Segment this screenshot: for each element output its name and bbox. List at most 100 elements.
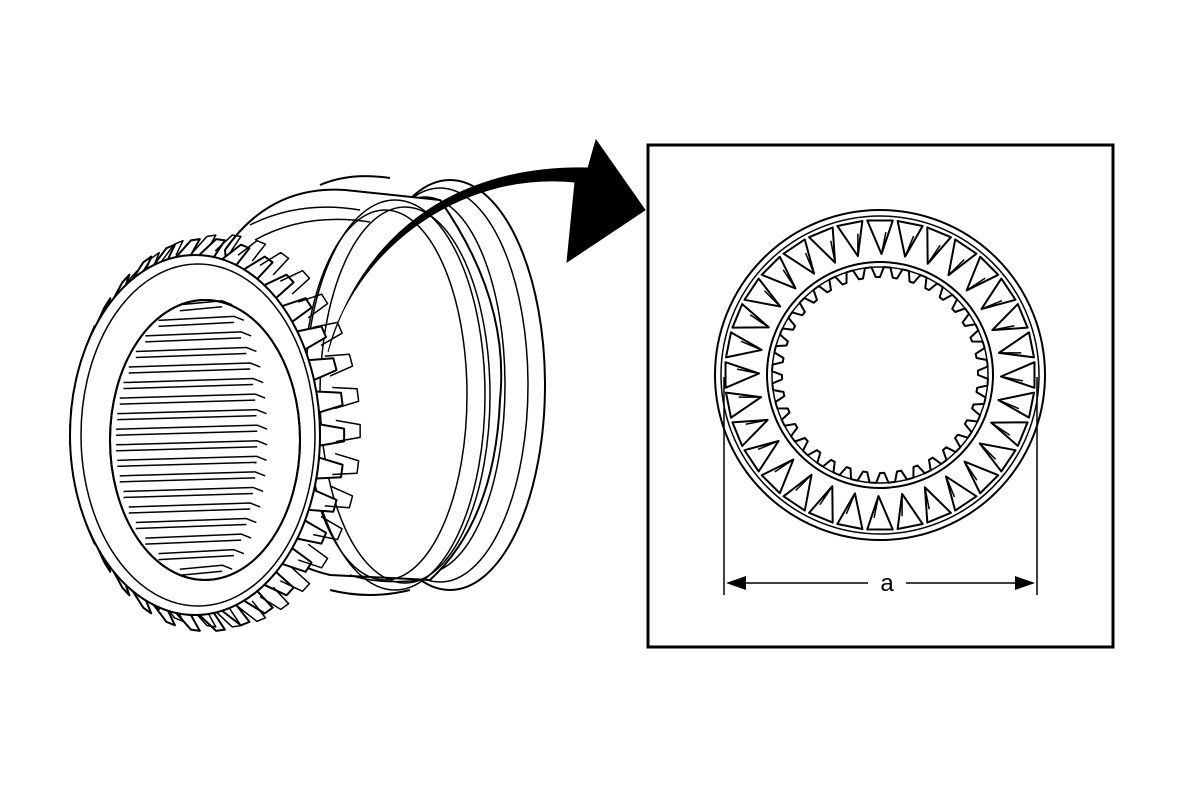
spline-ridge xyxy=(158,548,245,555)
spline-ridge xyxy=(119,471,266,477)
gear-tooth-edge xyxy=(259,251,290,276)
gear-tooth-edge xyxy=(324,485,354,509)
gear-tooth-edge xyxy=(313,515,343,541)
ring-tooth-edge xyxy=(992,325,1015,331)
spline-ridge xyxy=(119,399,256,405)
ring-tooth-edge xyxy=(774,458,794,473)
ring-tooth xyxy=(866,219,894,256)
ring-tooth-edge xyxy=(924,487,930,510)
gear-tooth-edge xyxy=(335,419,361,443)
ring-tooth-edge xyxy=(990,422,1011,436)
ring-tooth xyxy=(896,492,924,530)
gear-tooth-edge xyxy=(140,251,160,276)
spline-ridge xyxy=(123,383,254,390)
ring-tooth xyxy=(997,391,1035,419)
ring-tooth-edge xyxy=(947,258,965,276)
spline-ridge xyxy=(117,408,267,415)
gear-tooth-edge xyxy=(237,600,267,623)
ring-tooth-edge xyxy=(819,485,833,506)
gear-tooth-edge xyxy=(332,386,360,410)
ring-tooth xyxy=(760,255,797,290)
gear-tooth-edge xyxy=(237,239,267,262)
gear-tooth-edge xyxy=(214,234,242,254)
spline-ridge xyxy=(145,533,252,539)
spline-ridge xyxy=(158,554,234,561)
spline-ridge xyxy=(128,502,261,508)
spline-ridge xyxy=(158,321,234,328)
spline-ridge xyxy=(128,368,251,374)
ring-tooth-edge xyxy=(757,440,779,451)
gear-assembly xyxy=(69,175,546,632)
ring-tooth xyxy=(782,238,816,275)
ring-tooth xyxy=(978,442,1017,473)
ring-tooth xyxy=(923,486,952,524)
ring-tooth xyxy=(965,255,1000,292)
spline-ridge xyxy=(145,539,242,545)
ring-tooth xyxy=(896,220,924,258)
ring-tooth xyxy=(947,238,978,277)
gear-tooth-edge xyxy=(324,353,354,377)
ring-tooth xyxy=(731,418,769,447)
ring-tooth-edge xyxy=(880,231,887,255)
gear-tooth-edge xyxy=(297,293,329,319)
ring-tooth xyxy=(743,277,782,308)
spline-ridge xyxy=(116,440,268,446)
detail-ring xyxy=(714,209,1046,541)
ring-tooth-edge xyxy=(904,235,915,257)
ring-tooth xyxy=(866,494,894,531)
ring-tooth-edge xyxy=(945,476,956,498)
ring-tooth xyxy=(760,458,795,495)
spline-ridge xyxy=(158,315,245,322)
dimension-a: a xyxy=(723,377,1038,597)
ring-tooth-edge xyxy=(830,240,836,263)
ring-tooth xyxy=(836,492,864,530)
spline-ridge xyxy=(116,446,258,452)
spline-ridge xyxy=(179,570,223,576)
ring-tooth xyxy=(836,220,864,258)
pointer-arrow xyxy=(327,138,646,353)
gear-tooth-edge xyxy=(279,567,311,593)
internal-splines xyxy=(116,300,268,576)
ring-tooth xyxy=(724,361,761,389)
gear-tooth-edge xyxy=(214,608,242,628)
ring-tooth xyxy=(991,303,1029,332)
ring-tooth xyxy=(782,473,813,512)
ring-tooth xyxy=(725,331,763,359)
spline-ridge xyxy=(145,337,242,343)
gear-tooth-edge xyxy=(161,239,184,262)
ring-tooth-edge xyxy=(927,244,941,265)
gear-tooth-edge xyxy=(279,269,311,295)
ring-tooth-edge xyxy=(749,314,770,328)
ring-tooth-edge xyxy=(845,493,856,515)
spline-ridge xyxy=(145,331,252,337)
ring-tooth xyxy=(725,391,763,419)
ring-tooth-edge xyxy=(745,419,768,425)
spline-ridge xyxy=(128,508,251,514)
spline-ridge xyxy=(135,517,257,524)
spline-ridge xyxy=(135,523,247,530)
spline-ridge xyxy=(117,461,257,468)
spline-ridge xyxy=(179,306,223,312)
gear-tooth-edge xyxy=(259,586,290,611)
ring-tooth xyxy=(963,460,1000,495)
gear-tooth xyxy=(318,423,346,447)
ring-tooth-edge xyxy=(736,368,760,375)
spline-ridge xyxy=(123,492,254,499)
ring-tooth-edge xyxy=(963,461,978,481)
detail-inner-splines xyxy=(771,266,989,484)
spline-ridge xyxy=(119,477,256,483)
ring-tooth-edge xyxy=(795,474,813,492)
ring-tooth-edge xyxy=(763,290,781,308)
ring-tooth xyxy=(944,475,978,512)
ring-tooth-edge xyxy=(782,269,797,289)
ring-tooth-edge xyxy=(1000,375,1024,382)
spline-ridge xyxy=(123,377,264,384)
ring-tooth-edge xyxy=(740,340,762,351)
spline-ridge xyxy=(135,346,257,353)
ring-tooth-edge xyxy=(981,299,1003,310)
spline-ridge xyxy=(128,362,261,368)
ring-tooth-edge xyxy=(966,277,986,292)
ring-tooth-edge xyxy=(873,495,880,519)
spline-ridge xyxy=(119,393,266,399)
